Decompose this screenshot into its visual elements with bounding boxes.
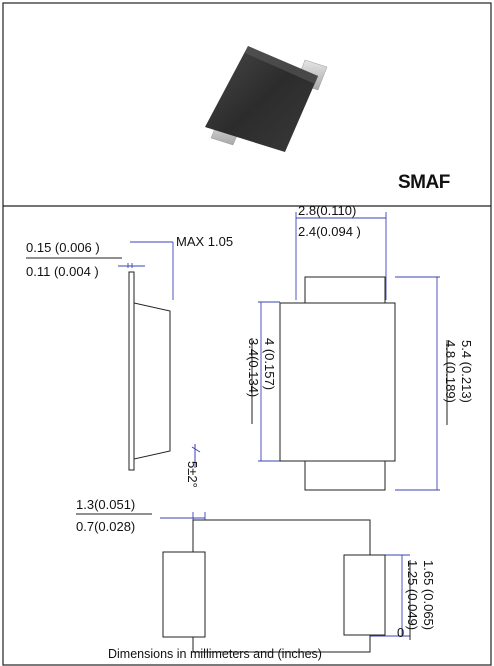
package-name: SMAF	[398, 172, 450, 193]
top-lead	[304, 276, 386, 304]
lead-width-max: 2.8(0.110)	[298, 203, 356, 218]
side-view	[118, 241, 174, 300]
pad-width-max: 1.65 (0.065)	[421, 560, 436, 630]
right-pad	[343, 554, 386, 636]
bottom-lead	[304, 460, 386, 491]
package-body	[279, 302, 396, 462]
body-length-min: 3.4(0.134)	[246, 338, 261, 397]
package-outline	[192, 519, 371, 653]
package-photo	[205, 46, 328, 152]
dimension-caption: Dimensions in millimeters and (inches)	[108, 647, 322, 661]
pad-width-min: 1.25 (0.049)	[405, 560, 420, 630]
body-length-max: 4 (0.157)	[262, 338, 277, 390]
lead-width-min: 2.4(0.094 )	[298, 224, 361, 239]
top-view-body	[279, 276, 396, 491]
body-height-max: MAX 1.05	[176, 234, 233, 249]
lead-thickness-max: 0.15 (0.006 )	[26, 240, 100, 255]
top-view-dimension-lines	[258, 212, 440, 491]
lead-thickness-min: 0.11 (0.004 )	[26, 264, 99, 279]
left-pad	[162, 551, 206, 638]
lead-angle: 5±2°	[185, 461, 200, 488]
overall-length-min: 4.8 (0.189)	[443, 340, 458, 403]
overall-length-max: 5.4 (0.213)	[459, 340, 474, 403]
pad-gap-max: 1.3(0.051)	[76, 497, 135, 512]
pad-gap-min: 0.7(0.028)	[76, 519, 135, 534]
side-view-body	[128, 271, 201, 471]
corner-mark: 0	[397, 625, 404, 640]
bottom-view-body	[162, 519, 386, 653]
